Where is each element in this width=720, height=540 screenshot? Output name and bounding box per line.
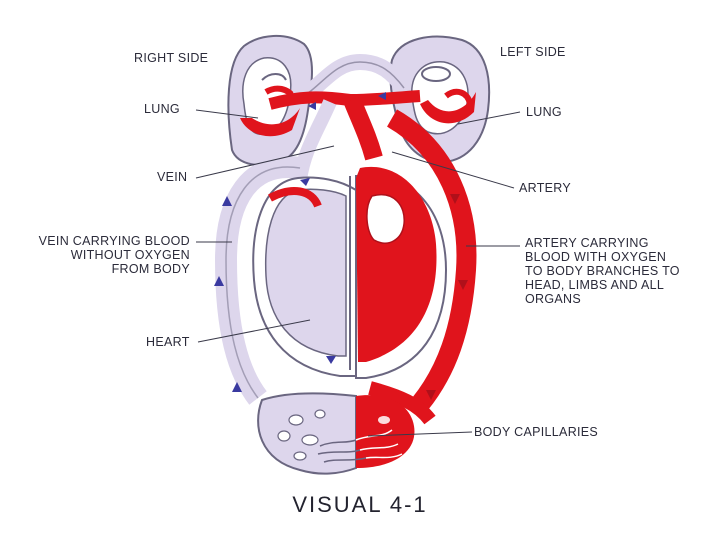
body-capillaries (257, 392, 415, 475)
figure-caption: VISUAL 4-1 (292, 492, 428, 517)
arrow-down-right-2 (458, 280, 468, 290)
label-body-capillaries: BODY CAPILLARIES (474, 425, 599, 439)
flow-arrows-red (426, 194, 468, 400)
label-heart: HEART (146, 335, 190, 349)
arrow-pulm-1 (308, 102, 316, 110)
arrow-heart-2 (326, 356, 336, 364)
leader-capillaries (367, 431, 473, 437)
arrow-up-left-1 (222, 196, 232, 206)
label-vein-carrying: VEIN CARRYING BLOOD WITHOUT OXYGEN FROM … (38, 234, 190, 276)
label-artery-carrying: ARTERY CARRYING BLOOD WITH OXYGEN TO BOD… (525, 236, 680, 306)
leader-artery (391, 151, 515, 189)
body-vein-loop (214, 156, 302, 405)
arrow-up-left-2 (214, 276, 224, 286)
leader-heart (197, 319, 311, 343)
label-lung-left: LUNG (526, 105, 562, 119)
leader-lung-right (195, 109, 259, 119)
arrow-pulm-2 (378, 92, 386, 100)
leader-lung-left (457, 111, 521, 125)
body-artery-loop (368, 109, 477, 425)
label-vein: VEIN (157, 170, 188, 184)
heart (252, 166, 448, 379)
leader-lines (195, 109, 521, 437)
leader-vein (195, 145, 335, 179)
arrow-down-right-3 (426, 390, 436, 400)
arrow-heart-1 (300, 178, 310, 186)
pulmonary-vessels (268, 53, 421, 182)
flow-arrows (214, 92, 386, 392)
label-left-side: LEFT SIDE (500, 45, 566, 59)
label-artery: ARTERY (519, 181, 572, 195)
label-lung-right: LUNG (144, 102, 180, 116)
arrow-up-left-3 (232, 382, 242, 392)
label-right-side: RIGHT SIDE (134, 51, 209, 65)
arrow-down-right-1 (450, 194, 460, 204)
